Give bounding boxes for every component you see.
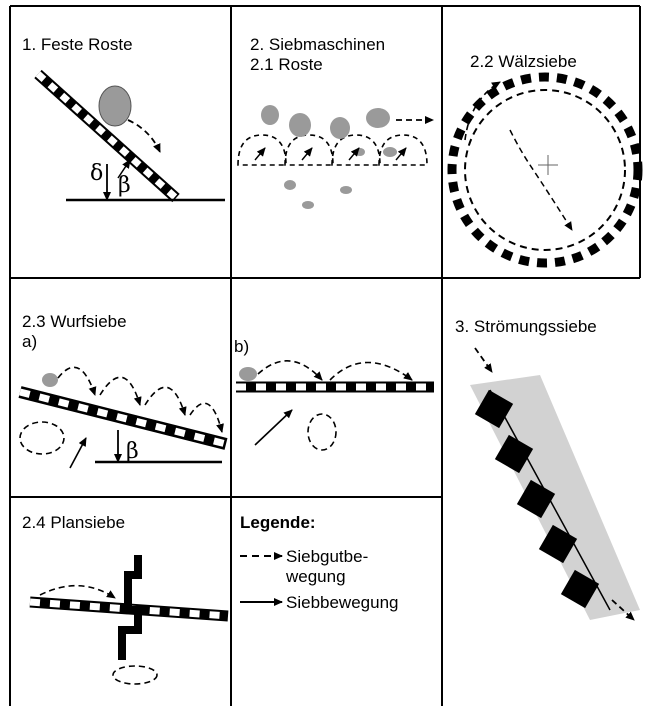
oscillation-arrow-a (69, 437, 87, 469)
panel-title-waelzsiebe: 2.2 Wälzsiebe (470, 52, 577, 71)
oscillation-loop-b (307, 413, 337, 451)
throw-arcs-b (257, 360, 413, 381)
delta-symbol: δ (90, 161, 103, 186)
grey-particle-b (239, 367, 257, 381)
grey-particles-row (261, 105, 397, 209)
legend-title: Legende: (240, 513, 316, 532)
panel-title-feste-roste: 1. Feste Roste (22, 35, 133, 54)
grey-particle-a (42, 373, 58, 387)
panel-siebmaschinen-roste: 2. Siebmaschinen 2.1 Roste (237, 35, 434, 209)
material-arc-plan (39, 584, 116, 599)
rotating-rolls (237, 134, 428, 166)
grey-particle (98, 85, 132, 127)
flow-arrow-end (611, 599, 635, 621)
particle-path-arrow (127, 119, 161, 153)
inclined-screen-a (18, 386, 228, 450)
panel-waelzsiebe: 2.2 Wälzsiebe (447, 52, 643, 268)
flow-screen-column (470, 375, 640, 620)
panel-title-stroemungssiebe: 3. Strömungssiebe (455, 317, 597, 336)
flow-arrow-start (474, 347, 493, 373)
sub-label-a: a) (22, 332, 37, 351)
panel-title-wurfsiebe: 2.3 Wurfsiebe (22, 312, 127, 331)
legend-item-siebbewegung: Siebbewegung (286, 593, 398, 612)
panel-grid (9, 5, 641, 706)
panel-title-plansiebe: 2.4 Plansiebe (22, 513, 125, 532)
inclined-grate (34, 69, 180, 203)
material-path-waelz (509, 129, 573, 231)
legend-item-siebgutbewegung-1: Siebgutbe- (286, 547, 368, 566)
sub-label-b: b) (234, 337, 249, 356)
inner-drum (464, 89, 626, 251)
panel-stroemungssiebe: 3. Strömungssiebe (455, 317, 640, 621)
beta-symbol: β (118, 173, 131, 198)
roll-rotation-arrows (254, 147, 407, 161)
oscillation-loop-a (19, 421, 65, 455)
panel-plansiebe: 2.4 Plansiebe (22, 513, 229, 685)
gyration-loop (112, 665, 158, 685)
angle-arrow (117, 159, 131, 179)
panel-feste-roste: 1. Feste Roste δ β (22, 35, 225, 203)
zigzag-support (118, 555, 142, 660)
legend-panel: Legende: Siebgutbe- wegung Siebbewegung (240, 513, 398, 612)
legend-item-siebgutbewegung-2: wegung (285, 567, 346, 586)
drum-rotation-arrow (464, 81, 501, 141)
panel-title-siebmaschinen: 2. Siebmaschinen (250, 35, 385, 54)
panel-wurfsiebe-a: 2.3 Wurfsiebe a) β (18, 312, 228, 469)
beta-symbol-a: β (126, 439, 139, 464)
oscillation-arrow-b (254, 409, 293, 446)
panel-subtitle-roste: 2.1 Roste (250, 55, 323, 74)
throw-arcs-a (57, 366, 224, 433)
panel-wurfsiebe-b: b) (234, 337, 434, 451)
outer-drum (447, 72, 643, 268)
